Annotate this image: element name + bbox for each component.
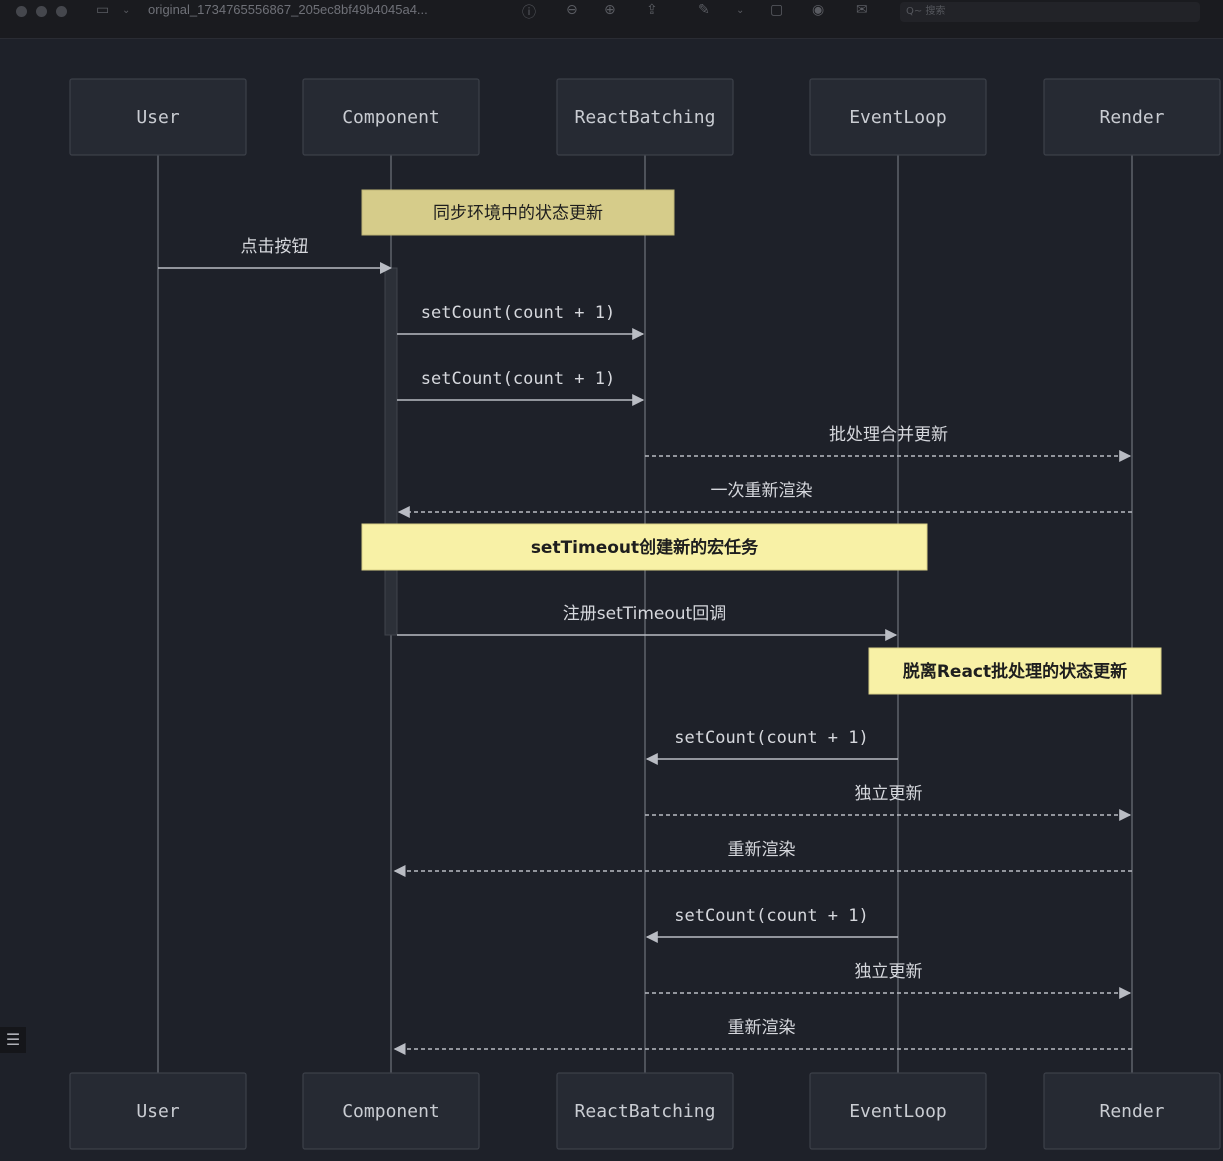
participant-label-user-bottom: User: [136, 1101, 180, 1122]
note-outside-text: 脱离React批处理的状态更新: [903, 661, 1127, 682]
participant-render-bottom: [1043, 1072, 1221, 1150]
note-sync-box: [361, 189, 675, 236]
message-label-2: setCount(count + 1): [421, 303, 615, 323]
activations: [384, 267, 398, 636]
message-label-1: 点击按钮: [241, 237, 309, 257]
participants-bottom: User Component ReactBatching EventLoop Rende…: [69, 1072, 1221, 1150]
note-outside-box: [868, 647, 1162, 695]
participant-eventloop-top: [809, 78, 987, 156]
participant-component-bottom: [302, 1072, 480, 1150]
activation-bar-component: [384, 267, 398, 636]
participant-label-render-top: Render: [1099, 107, 1164, 128]
list-menu-icon[interactable]: ☰: [0, 1027, 26, 1053]
sequence-diagram: 点击按钮 setCount(count + 1) setCount(count + …: [69, 78, 1221, 1150]
participant-label-component-bottom: Component: [342, 1101, 440, 1122]
zoom-out-icon[interactable]: ⊖: [566, 2, 578, 18]
messages: 点击按钮 setCount(count + 1) setCount(count + …: [158, 237, 1132, 1055]
participant-label-component-top: Component: [342, 107, 440, 128]
message-label-5: 一次重新渲染: [711, 481, 813, 501]
annotate-icon[interactable]: ◉: [812, 2, 825, 18]
close-window-icon[interactable]: [16, 6, 27, 17]
search-input[interactable]: Q~ 搜索: [900, 2, 1200, 22]
message-label-3: setCount(count + 1): [421, 369, 615, 389]
note-sync-text: 同步环境中的状态更新: [433, 204, 603, 224]
participant-label-render-bottom: Render: [1099, 1101, 1164, 1122]
message-label-6: 注册setTimeout回调: [563, 604, 726, 624]
markup-pen-icon[interactable]: ✎: [698, 2, 710, 18]
message-label-11: 独立更新: [855, 962, 923, 982]
participant-reactbatching-top: [556, 78, 734, 156]
message-label-8: 独立更新: [855, 784, 923, 804]
mail-icon[interactable]: ✉: [856, 2, 868, 18]
document-title: original_1734765556867_205ec8bf49b4045a4…: [148, 2, 428, 17]
window-toolbar: ▭ ⌄ original_1734765556867_205ec8bf49b40…: [0, 0, 1223, 39]
participant-eventloop-bottom: [809, 1072, 987, 1150]
participant-label-reactbatching-top: ReactBatching: [575, 107, 716, 128]
participant-reactbatching-bottom: [556, 1072, 734, 1150]
message-label-10: setCount(count + 1): [674, 906, 868, 926]
participant-user-bottom: [69, 1072, 247, 1150]
participant-component-top: [302, 78, 480, 156]
participant-label-eventloop-top: EventLoop: [849, 107, 947, 128]
participant-render-top: [1043, 78, 1221, 156]
message-label-7: setCount(count + 1): [674, 728, 868, 748]
participant-user-top: [69, 78, 247, 156]
markup-chevron-down-icon[interactable]: ⌄: [736, 5, 745, 16]
minimize-window-icon[interactable]: [36, 6, 47, 17]
sidebar-toggle-icon[interactable]: ▭: [96, 2, 110, 18]
chevron-down-icon[interactable]: ⌄: [122, 5, 131, 16]
notes: 同步环境中的状态更新 setTimeout创建新的宏任务脱离React批处理的状态…: [361, 189, 1162, 695]
note-settimeout-box: [361, 523, 928, 571]
info-icon[interactable]: ⓘ: [522, 5, 536, 21]
participant-label-eventloop-bottom: EventLoop: [849, 1101, 947, 1122]
participants-top: User Component ReactBatching EventLoop Rende…: [69, 78, 1221, 156]
message-label-4: 批处理合并更新: [829, 425, 948, 445]
message-label-12: 重新渲染: [728, 1018, 796, 1038]
zoom-window-icon[interactable]: [56, 6, 67, 17]
note-settimeout-text: setTimeout创建新的宏任务: [531, 537, 759, 558]
rotate-icon[interactable]: ▢: [770, 2, 784, 18]
message-label-9: 重新渲染: [728, 840, 796, 860]
participant-label-reactbatching-bottom: ReactBatching: [575, 1101, 716, 1122]
zoom-in-icon[interactable]: ⊕: [604, 2, 616, 18]
share-icon[interactable]: ⇪: [646, 2, 658, 18]
participant-label-user-top: User: [136, 107, 180, 128]
